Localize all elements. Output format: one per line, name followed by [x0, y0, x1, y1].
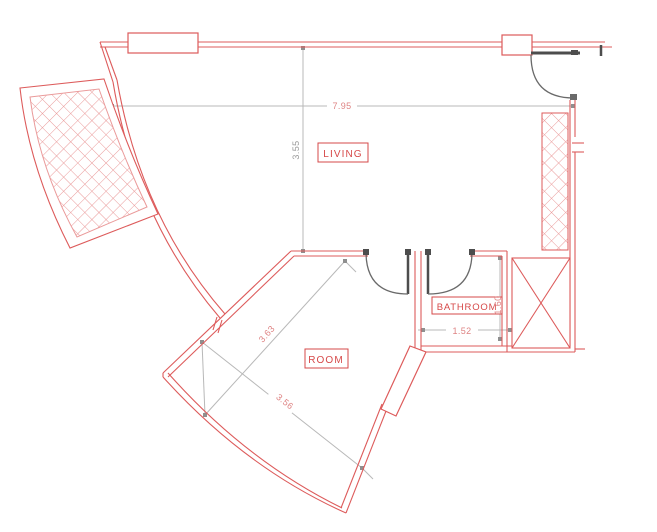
room-door-swing-arc: [365, 251, 409, 295]
wall-room-diagonal-outer: [162, 250, 292, 374]
dim-bathroom-width: 1.52: [452, 326, 471, 336]
bathroom-label: BATHROOM: [437, 302, 498, 313]
dim-bathroom-depth: 1.60: [493, 295, 503, 314]
entrance-door-swing-arc: [530, 54, 575, 99]
door-hinge-block: [469, 249, 475, 255]
doors: [363, 45, 603, 295]
wall-room-diagonal-inner: [167, 255, 295, 378]
living-label-box: [317, 142, 369, 163]
room-label-box: [304, 348, 349, 369]
door-hinge-block: [405, 249, 411, 255]
wall-room-arc-outer: [162, 376, 347, 514]
door-hinge-block: [425, 249, 431, 255]
shaft: [511, 257, 571, 349]
living-label: LIVING: [323, 149, 362, 160]
windows: [127, 32, 533, 417]
door-hinge-block: [571, 50, 578, 55]
bathroom-label-box: [431, 296, 503, 315]
room-label: ROOM: [308, 355, 344, 366]
dim-connector: [201, 341, 206, 416]
window-marker-1: [127, 32, 199, 54]
door-hinge-block: [363, 249, 369, 255]
window-marker-2: [501, 34, 533, 56]
dim-living-width: 7.95: [332, 101, 351, 111]
dimension-lines: [112, 48, 575, 480]
terrace-hatch: [29, 88, 148, 238]
shaft-cross: [511, 257, 571, 349]
room-door-leaf-angled: [380, 345, 427, 417]
room-labels: LIVING ROOM BATHROOM: [304, 142, 503, 369]
dim-living-depth: 3.55: [291, 140, 301, 159]
bathroom-door-swing-arc: [427, 251, 473, 295]
terrace: [19, 78, 159, 249]
door-hinge-block: [570, 94, 577, 100]
dim-line-room-upper: [204, 260, 346, 416]
wall-room-arc-inner: [167, 372, 343, 509]
wall-hatch-strip: [541, 112, 569, 251]
wall-living-curve-inner: [116, 79, 226, 315]
